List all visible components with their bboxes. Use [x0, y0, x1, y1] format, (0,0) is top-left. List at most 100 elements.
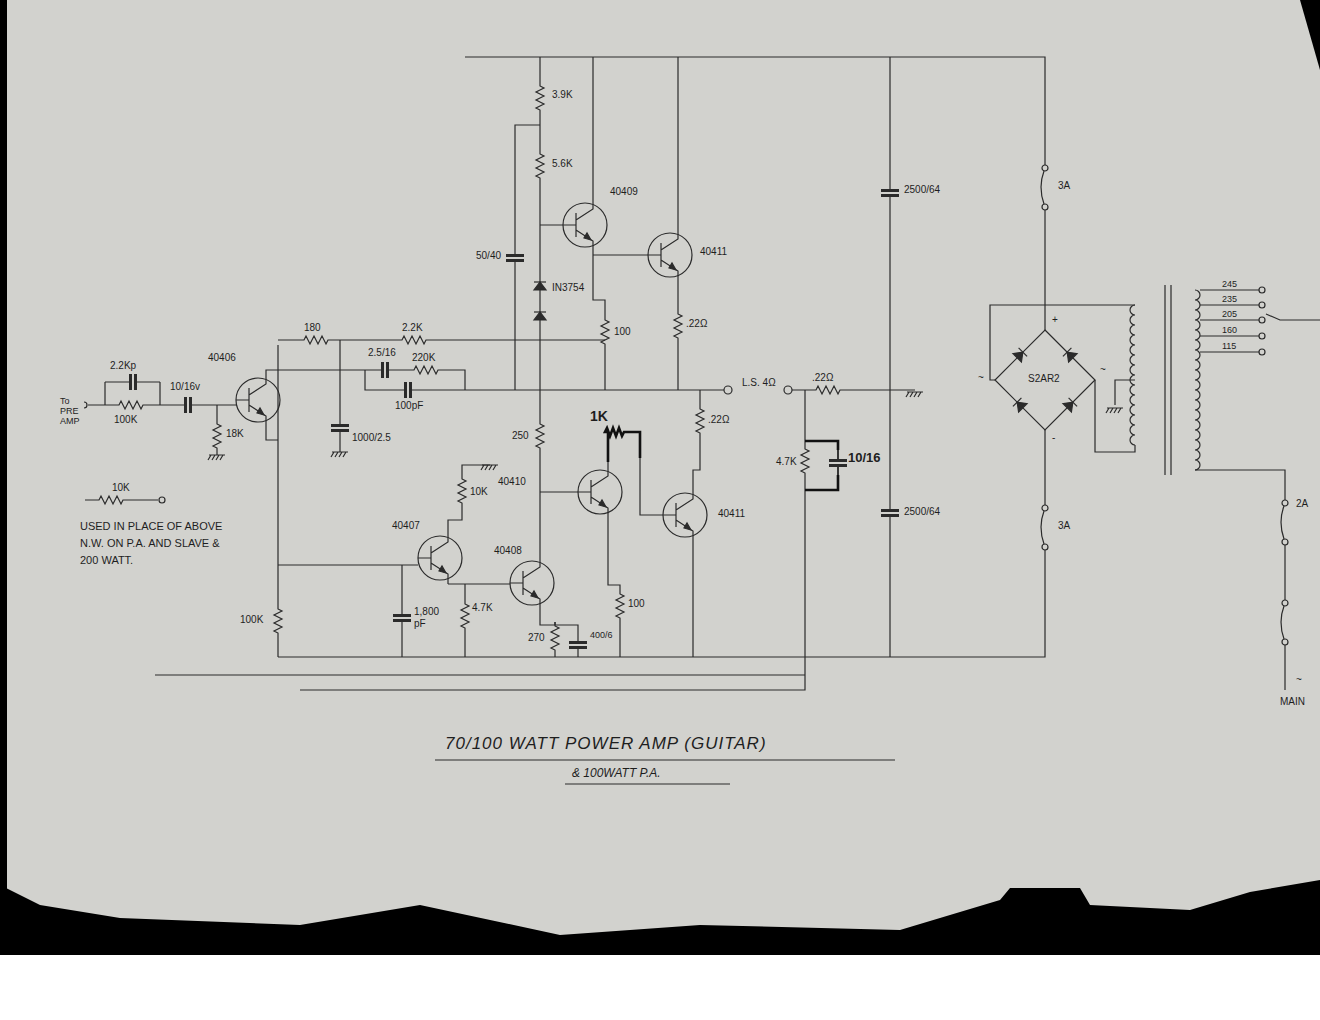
wire	[81, 57, 1320, 690]
component-label: 3A	[1058, 180, 1070, 192]
component-label: S2AR2	[1028, 373, 1060, 385]
component-label: 1000/2.5	[352, 432, 391, 444]
component	[510, 557, 554, 609]
component-label: 40408	[494, 545, 522, 557]
wire	[889, 57, 890, 657]
component	[536, 420, 544, 452]
wire	[515, 125, 540, 390]
component	[551, 622, 559, 654]
component-label: 2A	[1296, 498, 1308, 510]
wire	[88, 382, 236, 405]
wire	[159, 497, 165, 503]
component-label: 100K	[240, 614, 263, 626]
component	[398, 336, 430, 344]
wire	[784, 386, 792, 394]
handwritten-mod	[605, 428, 838, 490]
component-label: 4.7K	[472, 602, 493, 614]
component	[393, 605, 411, 630]
wire	[540, 57, 563, 557]
component-label: 245	[1222, 279, 1237, 289]
component	[534, 282, 546, 290]
wire	[804, 390, 805, 675]
diagram-subtitle: & 100WATT P.A.	[572, 766, 661, 781]
component-label: 2.5/16	[368, 347, 396, 359]
wire	[995, 330, 1095, 430]
component	[696, 405, 704, 437]
wire	[593, 57, 648, 390]
component	[95, 82, 1288, 657]
component	[1281, 600, 1288, 645]
component-label: 2.2Kp	[110, 360, 136, 372]
component	[300, 336, 332, 344]
wire	[792, 389, 915, 390]
component-label: .22Ω	[686, 318, 707, 330]
wire	[990, 305, 1135, 452]
component	[1063, 348, 1077, 362]
component	[418, 532, 462, 584]
component	[506, 245, 524, 270]
component	[1106, 408, 1123, 413]
component	[213, 420, 221, 452]
torn-edge	[0, 955, 1320, 1020]
title-underline	[435, 760, 895, 784]
component-label: ~	[1100, 364, 1106, 376]
component-label: 400/6	[590, 630, 613, 640]
wire	[540, 609, 578, 657]
component-label: 100	[614, 326, 631, 338]
component-label: ~	[978, 372, 984, 384]
component	[674, 310, 682, 342]
component	[534, 312, 546, 320]
component	[410, 366, 442, 374]
component	[95, 496, 127, 504]
handwritten-mod	[605, 428, 640, 462]
component-label: 100K	[114, 414, 137, 426]
component	[208, 455, 225, 460]
torn-edge	[0, 880, 1320, 955]
wire	[1259, 287, 1265, 293]
component-label: 10/16v	[170, 381, 200, 393]
component	[481, 465, 498, 470]
component-label: .22Ω	[708, 414, 729, 426]
wire	[278, 565, 418, 657]
component-label: 270	[528, 632, 545, 644]
component	[1041, 505, 1048, 550]
component-label: 160	[1222, 325, 1237, 335]
component	[648, 229, 692, 281]
component	[331, 452, 348, 457]
component-label: -	[1052, 432, 1055, 444]
wire	[1259, 333, 1265, 339]
component-label: 10/16	[848, 452, 881, 464]
component	[536, 82, 544, 114]
component	[829, 450, 847, 475]
wire	[1259, 302, 1265, 308]
component	[1013, 398, 1027, 412]
component-label: 40411	[700, 246, 727, 258]
component-label: L.S. 4Ω	[742, 377, 778, 389]
component-label: 3.9K	[552, 89, 573, 101]
component	[1041, 165, 1048, 210]
component	[829, 450, 847, 475]
component-label: 40411	[718, 508, 745, 520]
component	[578, 466, 622, 518]
component-label: 10K	[470, 486, 488, 498]
component-label: .22Ω	[812, 372, 833, 384]
wire	[1200, 290, 1320, 352]
component-label: 100pF	[395, 400, 423, 412]
component	[563, 199, 607, 251]
wire	[448, 584, 510, 657]
component	[274, 605, 282, 637]
title-underline	[435, 760, 895, 784]
torn-edge	[0, 0, 7, 955]
component	[569, 632, 587, 657]
component-label: 5.6K	[552, 158, 573, 170]
component	[458, 475, 466, 507]
component-label: IN3754	[552, 282, 584, 294]
component-label: 250	[512, 430, 529, 442]
component	[372, 362, 397, 378]
component	[881, 500, 899, 525]
wire	[448, 465, 490, 532]
